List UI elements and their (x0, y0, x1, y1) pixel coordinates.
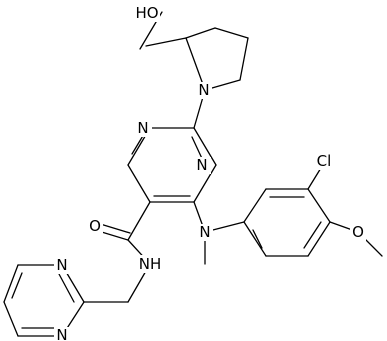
svg-text:N: N (196, 156, 207, 174)
methylamino-nitrogen-label: N (197, 223, 213, 241)
bond (131, 133, 145, 155)
pyrimidine-nitrogen-right-label: N (195, 156, 211, 174)
bond (11, 272, 23, 299)
pyrimidinyl-nitrogen-upper-label: N (54, 256, 70, 274)
bond (193, 127, 217, 166)
bond (239, 37, 249, 81)
bond (243, 221, 267, 257)
bond (185, 27, 216, 39)
bond (127, 201, 151, 241)
bond (214, 27, 249, 39)
bond (3, 264, 19, 303)
chlorine-label: Cl (313, 152, 335, 170)
atom-labels: HO N N N N Cl O O (54, 4, 366, 341)
methoxy-oxygen-label: O (350, 223, 366, 241)
pyrimidine-nitrogen-upper-label: N (136, 119, 152, 137)
bond (127, 164, 151, 203)
pyrimidinyl-nitrogen-lower-label: N (54, 326, 70, 341)
bond (58, 273, 75, 303)
svg-text:N: N (56, 326, 67, 341)
amide-nh-label: NH (137, 255, 163, 273)
svg-text:Cl: Cl (317, 152, 332, 170)
bond (243, 188, 267, 223)
svg-text:O: O (89, 217, 101, 235)
svg-text:N: N (198, 81, 209, 99)
bond (145, 37, 187, 47)
bond (252, 229, 263, 249)
bond (185, 37, 206, 91)
bond (307, 188, 331, 223)
carbonyl-oxygen-label: O (87, 217, 103, 235)
bond (303, 221, 322, 249)
bond-lines (3, 11, 383, 337)
hydroxyl-label: HO (134, 4, 160, 22)
svg-text:N: N (137, 119, 148, 137)
svg-text:HO: HO (135, 4, 158, 22)
bond (193, 164, 217, 203)
bond (307, 221, 331, 257)
svg-text:N: N (199, 223, 210, 241)
svg-text:O: O (352, 223, 364, 241)
svg-text:N: N (56, 256, 67, 274)
pyrrolidine-nitrogen-label: N (196, 81, 212, 99)
svg-text:NH: NH (139, 255, 162, 273)
bond (3, 301, 19, 337)
